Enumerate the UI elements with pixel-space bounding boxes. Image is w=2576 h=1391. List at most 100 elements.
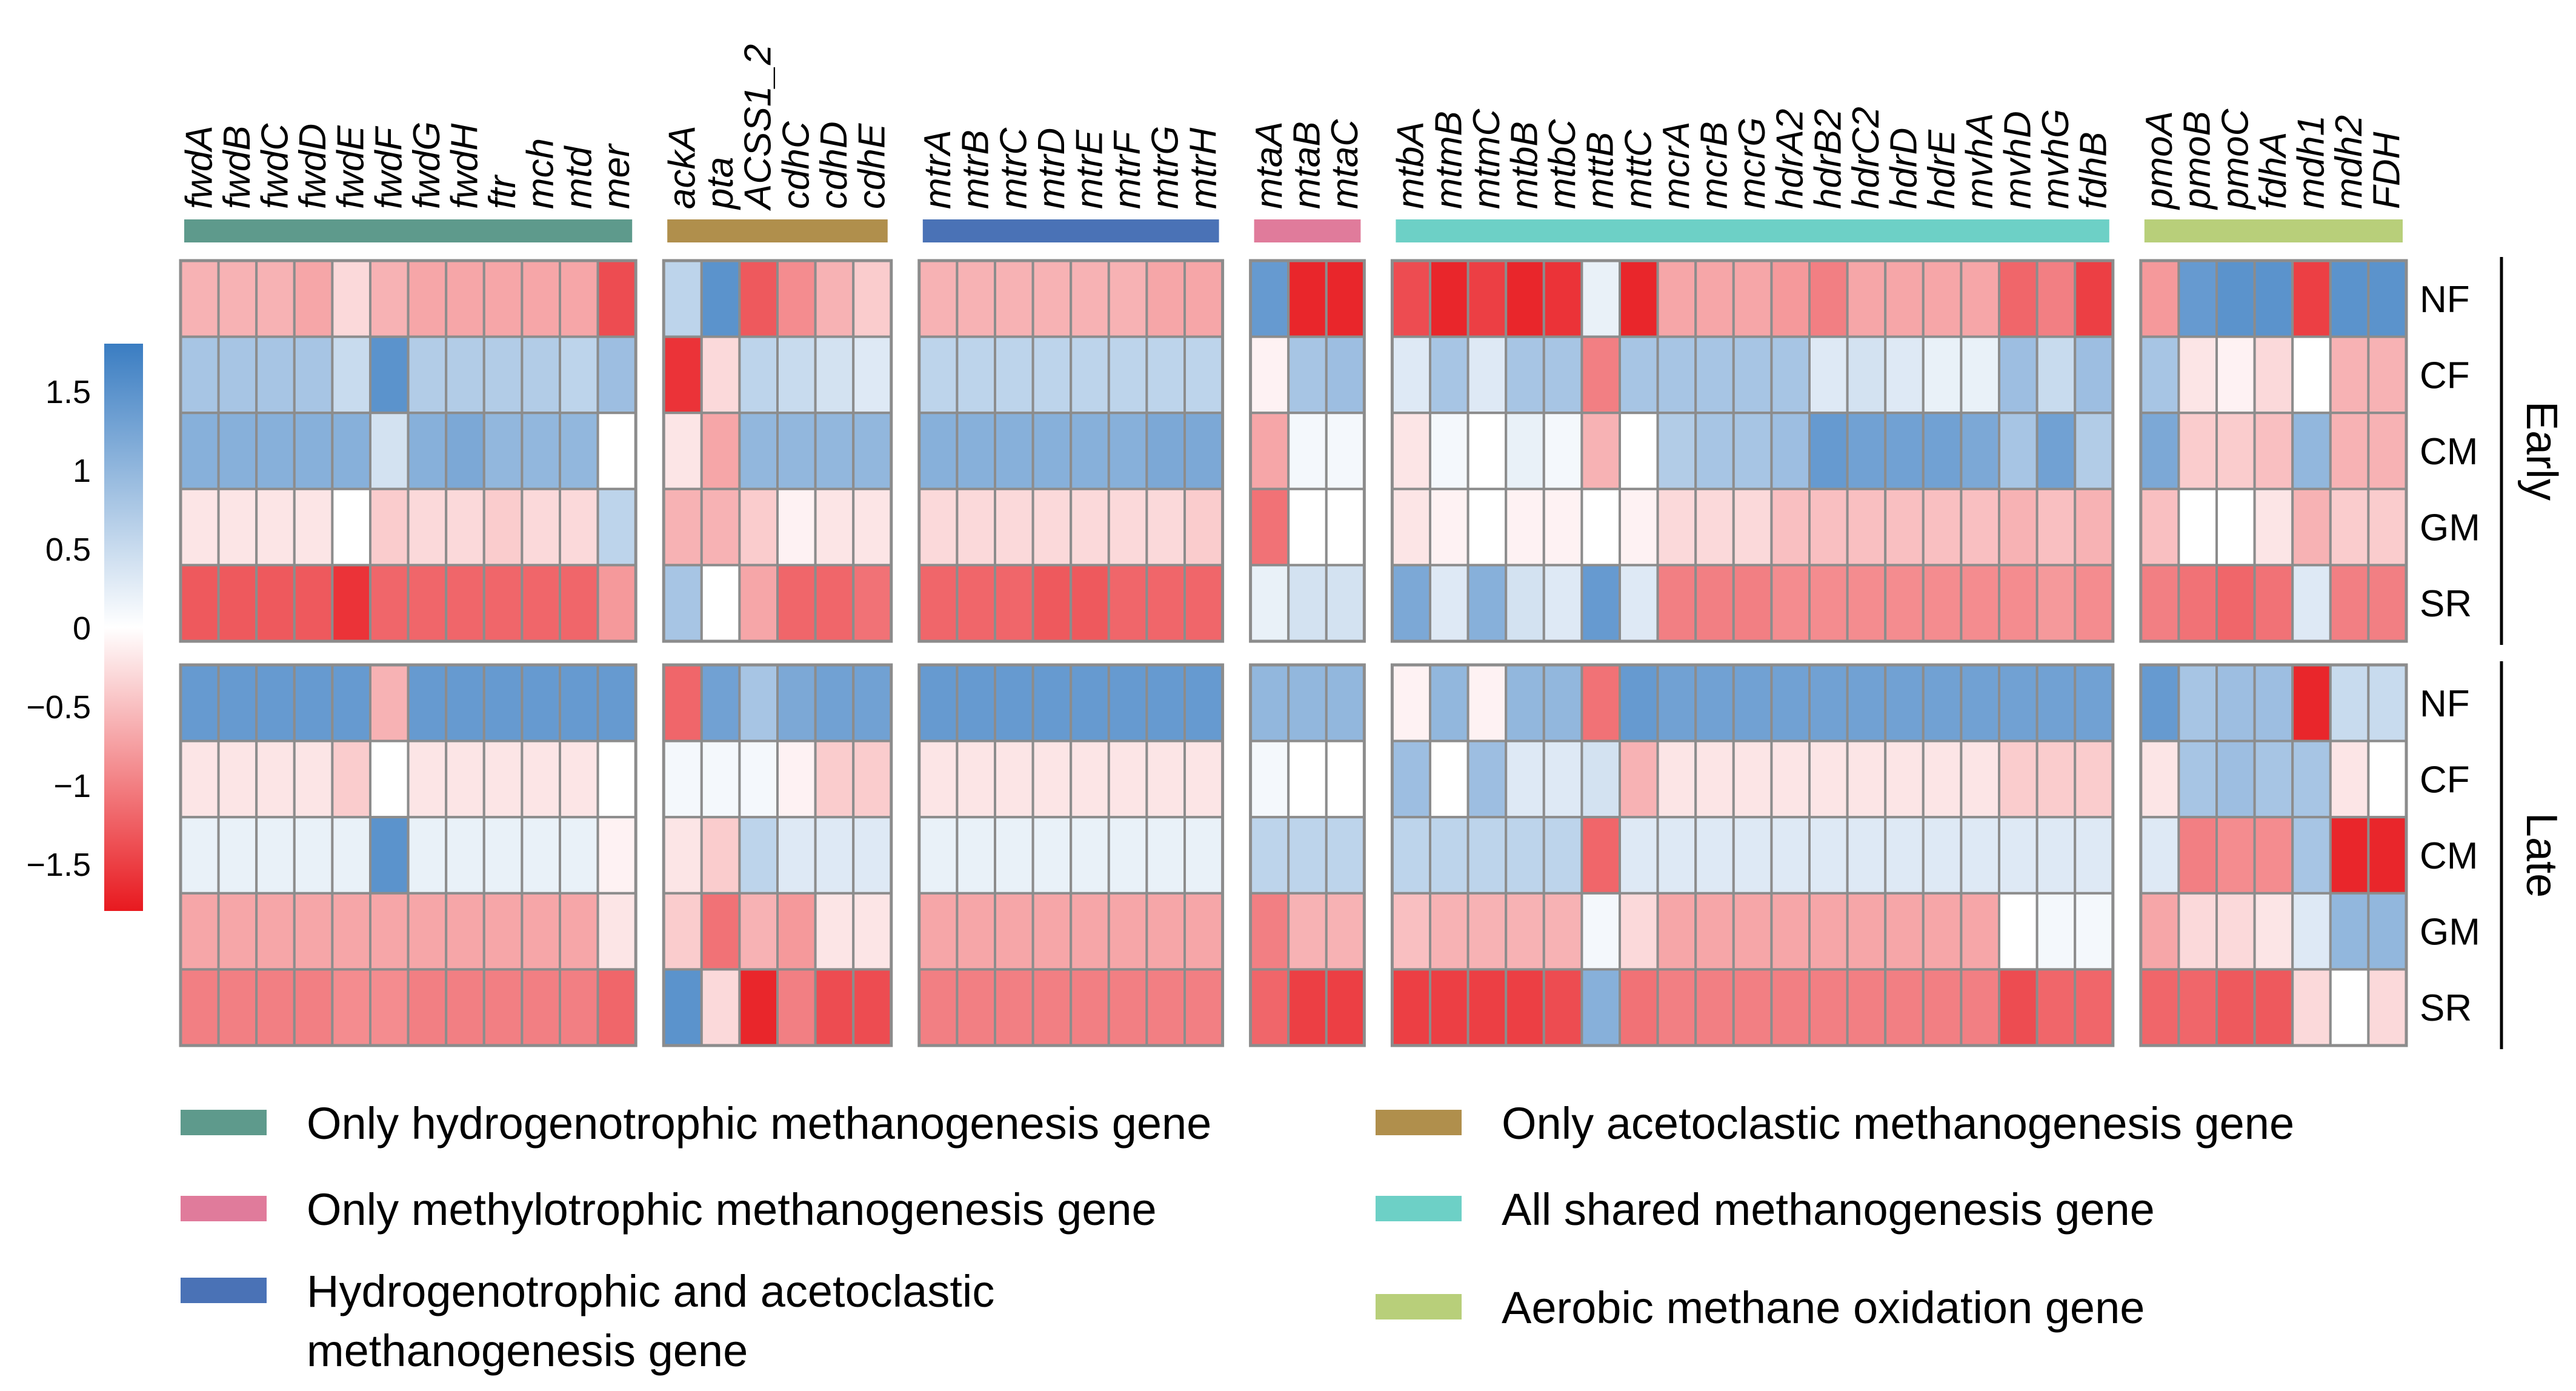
heatmap-cell-late-gm-pmoA	[2139, 892, 2180, 971]
heatmap-cell-early-cf-mtaA	[1249, 335, 1290, 415]
sample-label-early-cm: CM	[2420, 431, 2478, 473]
heatmap-cell-early-gm-mtrC	[994, 487, 1034, 567]
sample-label-late-gm: GM	[2420, 912, 2480, 953]
heatmap-cell-late-cf-mtmB	[1429, 739, 1469, 819]
group-bar	[1396, 219, 2109, 242]
heatmap-cell-early-cf-mcrB	[1694, 335, 1735, 415]
phase-label-late: Late	[2517, 813, 2566, 898]
heatmap-cell-late-cm-mcrA	[1656, 816, 1697, 895]
heatmap-cell-early-nf-mdh2	[2329, 259, 2370, 338]
heatmap-cell-early-cf-fwdE	[331, 335, 372, 415]
heatmap-cell-late-nf-mvhA	[1960, 664, 2000, 742]
heatmap-cell-late-sr-pmoB	[2177, 968, 2218, 1047]
heatmap-cell-late-cm-mdh1	[2291, 816, 2332, 895]
sample-label-late-nf: NF	[2420, 683, 2470, 725]
heatmap-cell-early-sr-mer	[596, 564, 637, 643]
gene-label-mtrC: mtrC	[993, 127, 1034, 209]
heatmap-cell-late-sr-fwdC	[255, 968, 296, 1047]
heatmap-cell-early-gm-fwdG	[407, 487, 448, 567]
heatmap-cell-late-nf-hdrC2	[1846, 664, 1887, 742]
heatmap-cell-early-nf-mtrC	[994, 259, 1034, 338]
heatmap-cell-late-gm-mvhG	[2035, 892, 2077, 971]
heatmap-cell-early-nf-ACSS1_2	[738, 259, 779, 338]
heatmap-cell-late-cf-mtrG	[1145, 739, 1186, 819]
heatmap-cell-early-cm-mtrB	[956, 412, 997, 490]
heatmap-cell-early-nf-fwdA	[179, 259, 220, 338]
heatmap-cell-early-nf-ackA	[662, 259, 703, 338]
heatmap-cell-late-gm-mtbC	[1542, 892, 1583, 971]
heatmap-cell-late-sr-fwdD	[293, 968, 334, 1047]
heatmap-cell-late-cm-fwdD	[293, 816, 334, 895]
heatmap-cell-early-sr-fwdC	[255, 564, 296, 643]
heatmap-cell-early-cm-fwdA	[179, 412, 220, 490]
heatmap-cell-early-nf-pta	[700, 259, 741, 338]
heatmap-cell-early-cm-mcrB	[1694, 412, 1735, 490]
panel-border	[1249, 259, 1366, 643]
heatmap-cell-early-nf-fdhB	[2074, 259, 2114, 338]
heatmap-cell-late-gm-cdhC	[776, 892, 817, 971]
heatmap-cell-early-nf-mtbC	[1542, 259, 1583, 338]
heatmap-cell-early-sr-mtbA	[1391, 564, 1431, 643]
heatmap-cell-early-cf-fdhA	[2253, 335, 2294, 415]
heatmap-cell-early-gm-mdh1	[2291, 487, 2332, 567]
heatmap-cell-late-gm-pmoB	[2177, 892, 2218, 971]
heatmap-cell-early-sr-mtrB	[956, 564, 997, 643]
colorbar-tick-label: 0	[73, 610, 91, 647]
heatmap-cell-early-cm-pmoA	[2139, 412, 2180, 490]
heatmap-cell-early-nf-mvhD	[1998, 259, 2039, 338]
heatmap-cell-late-gm-mtmC	[1466, 892, 1508, 971]
panel-border	[1390, 259, 2115, 643]
heatmap-cell-late-nf-hdrE	[1922, 664, 1963, 742]
heatmap-cell-early-nf-pmoA	[2139, 259, 2180, 338]
heatmap-cell-early-cf-mtrF	[1107, 335, 1148, 415]
gene-label-mtd: mtd	[557, 145, 599, 209]
heatmap-cell-early-sr-mvhG	[2035, 564, 2077, 643]
heatmap-cell-early-cm-fwdG	[407, 412, 448, 490]
heatmap-cell-late-nf-mtrH	[1183, 664, 1224, 742]
sample-label-late-cm: CM	[2420, 835, 2478, 877]
heatmap-cell-early-sr-cdhD	[814, 564, 855, 643]
heatmap-cell-late-cf-mvhD	[1998, 739, 2039, 819]
heatmap-cell-late-cm-fwdB	[217, 816, 258, 895]
heatmap-cell-early-cm-mdh1	[2291, 412, 2332, 490]
heatmap-cell-early-gm-pmoB	[2177, 487, 2218, 567]
heatmap-cell-early-sr-fwdD	[293, 564, 334, 643]
heatmap-cell-late-gm-mtrA	[917, 892, 959, 971]
heatmap-cell-early-nf-hdrD	[1884, 259, 1925, 338]
heatmap-cell-early-gm-mtaC	[1325, 487, 1366, 567]
heatmap-cell-late-gm-fwdC	[255, 892, 296, 971]
heatmap-cell-early-gm-mcrA	[1656, 487, 1697, 567]
heatmap-cell-early-sr-fwdG	[407, 564, 448, 643]
heatmap-cell-early-cm-mtaA	[1249, 412, 1290, 490]
heatmap-cell-late-nf-fdhB	[2074, 664, 2114, 742]
heatmap-cell-early-nf-mcrA	[1656, 259, 1697, 338]
heatmap-cell-late-cm-mtaC	[1325, 816, 1366, 895]
heatmap-cell-early-gm-mtbC	[1542, 487, 1583, 567]
heatmap-cell-early-cf-mtrA	[917, 335, 959, 415]
heatmap-cell-late-sr-fdhB	[2074, 968, 2114, 1047]
heatmap-cell-early-cf-mdh2	[2329, 335, 2370, 415]
heatmap-cell-early-gm-mtbA	[1391, 487, 1431, 567]
heatmap-cell-early-cm-mch	[521, 412, 562, 490]
heatmap-cell-early-cm-hdrC2	[1846, 412, 1887, 490]
heatmap-cell-early-gm-mtrF	[1107, 487, 1148, 567]
heatmap-cell-late-gm-mttB	[1580, 892, 1621, 971]
heatmap-cell-early-nf-pmoC	[2215, 259, 2256, 338]
heatmap-cell-late-nf-fwdA	[179, 664, 220, 742]
heatmap-cell-late-cm-mdh2	[2329, 816, 2370, 895]
sample-label-early-sr: SR	[2420, 583, 2472, 625]
heatmap-cell-late-cf-mtbB	[1505, 739, 1545, 819]
heatmap-cell-late-cf-mcrA	[1656, 739, 1697, 819]
heatmap-cell-early-gm-cdhE	[852, 487, 893, 567]
gene-label-mtrH: mtrH	[1182, 127, 1224, 209]
heatmap-cell-late-cm-fwdE	[331, 816, 372, 895]
colorbar-tick-label: −0.5	[26, 689, 91, 726]
heatmap-cell-early-nf-fwdB	[217, 259, 258, 338]
heatmap-cell-early-sr-fwdA	[179, 564, 220, 643]
heatmap-cell-late-gm-mtrC	[994, 892, 1034, 971]
legend-label: Only methylotrophic methanogenesis gene	[307, 1184, 1157, 1235]
heatmap-cell-late-cf-cdhD	[814, 739, 855, 819]
colorbar-tick-label: −1.5	[26, 847, 91, 883]
heatmap-cell-late-sr-mcrG	[1732, 968, 1773, 1047]
legend-label: Aerobic methane oxidation gene	[1502, 1283, 2145, 1333]
